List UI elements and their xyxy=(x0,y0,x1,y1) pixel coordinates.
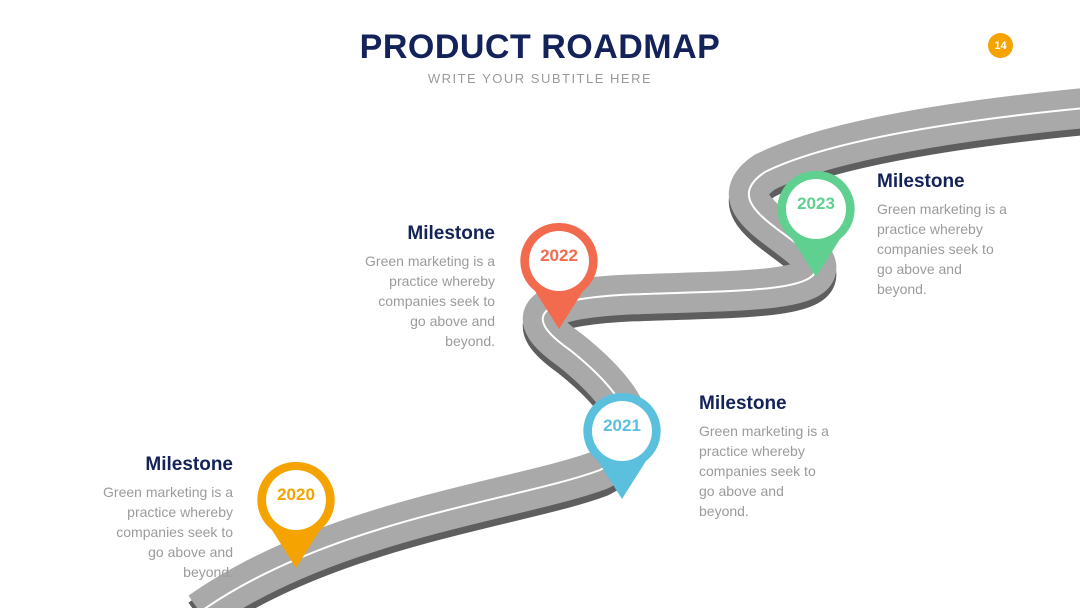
pin-2022: 2022 xyxy=(519,221,599,331)
pin-2023: 2023 xyxy=(776,169,856,279)
milestone-title: Milestone xyxy=(699,393,787,414)
milestone-2023: Milestone Green marketing is a practice … xyxy=(877,171,1077,299)
pin-year: 2021 xyxy=(603,416,641,435)
map-pin-icon xyxy=(520,222,598,329)
map-pin-icon xyxy=(777,170,855,277)
milestone-description: Green marketing is a practice whereby co… xyxy=(103,484,233,580)
milestone-2022: Milestone Green marketing is a practice … xyxy=(295,223,495,351)
map-pin-icon xyxy=(257,461,335,568)
milestone-title: Milestone xyxy=(877,171,965,192)
page-subtitle: WRITE YOUR SUBTITLE HERE xyxy=(427,71,653,86)
pin-2020: 2020 xyxy=(256,460,336,570)
milestone-description: Green marketing is a practice whereby co… xyxy=(365,253,495,349)
pin-year: 2023 xyxy=(797,194,835,213)
milestone-2021: Milestone Green marketing is a practice … xyxy=(699,393,899,521)
page-title: PRODUCT ROADMAP xyxy=(359,28,721,66)
pin-year: 2020 xyxy=(277,485,315,504)
map-pin-icon xyxy=(583,392,661,499)
milestone-2020: Milestone Green marketing is a practice … xyxy=(33,454,233,582)
pin-2021: 2021 xyxy=(582,391,662,501)
milestone-title: Milestone xyxy=(407,223,495,244)
page-number-badge: 14 xyxy=(988,33,1013,58)
milestone-title: Milestone xyxy=(145,454,233,475)
milestone-description: Green marketing is a practice whereby co… xyxy=(877,201,1007,297)
milestone-description: Green marketing is a practice whereby co… xyxy=(699,423,829,519)
pin-year: 2022 xyxy=(540,246,578,265)
